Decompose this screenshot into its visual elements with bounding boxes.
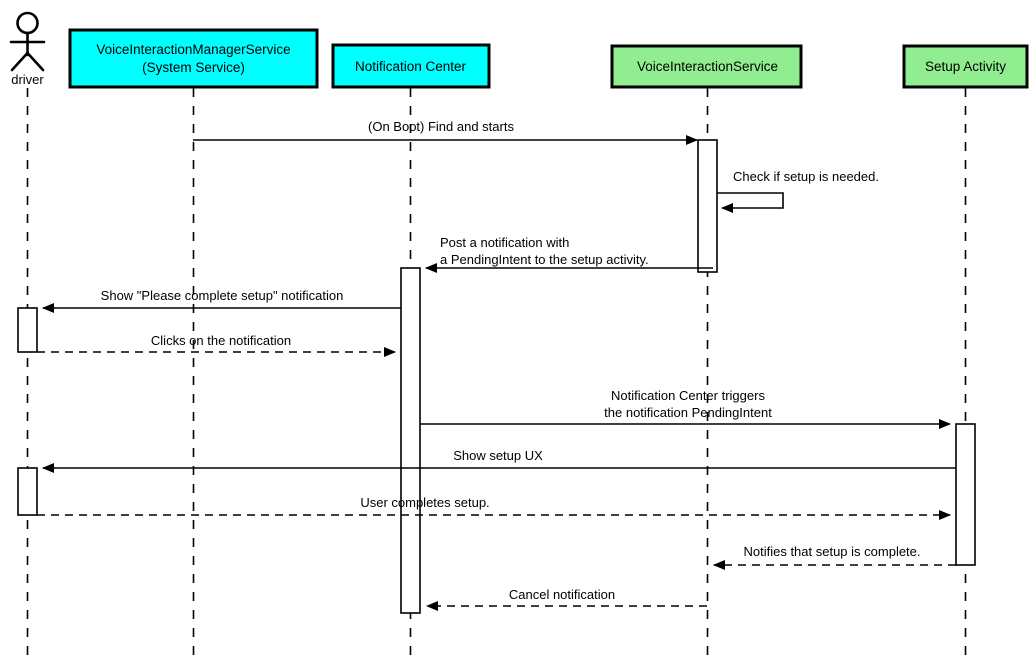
message-label: Clicks on the notification <box>151 333 291 348</box>
message-label: Check if setup is needed. <box>733 169 879 184</box>
message-label-line1: Notification Center triggers <box>611 388 765 403</box>
participant-box-vims-label-line2: (System Service) <box>142 60 245 75</box>
message-label: Show "Please complete setup" notificatio… <box>101 288 344 303</box>
participant-box-notification-center-rect <box>331 43 491 89</box>
participant-box-setup-activity[interactable]: Setup Activity <box>902 44 1029 89</box>
participant-box-voiceinteractionservice-label: VoiceInteractionService <box>637 59 778 74</box>
activation-bar-voiceinteractionservice <box>697 139 718 273</box>
message-label-line2: a PendingIntent to the setup activity. <box>440 252 649 267</box>
activation-bar-driver-1 <box>17 307 38 353</box>
message-on-boot-find-and-starts[interactable]: (On Boot) Find and starts <box>193 119 698 145</box>
participant-box-voiceinteractionservice[interactable]: VoiceInteractionService <box>610 44 803 89</box>
message-show-please-complete-setup-notification[interactable]: Show "Please complete setup" notificatio… <box>42 288 401 313</box>
message-self-call-path <box>717 192 784 213</box>
message-notifies-that-setup-is-complete[interactable]: Notifies that setup is complete. <box>713 544 956 570</box>
message-label-line1: Post a notification with <box>440 235 569 250</box>
message-label: Notifies that setup is complete. <box>743 544 920 559</box>
participant-box-vims[interactable]: VoiceInteractionManagerService (System S… <box>68 28 319 89</box>
message-label: (On Boot) Find and starts <box>368 119 514 134</box>
message-label-line2: the notification PendingIntent <box>604 405 772 420</box>
actor-leg-right <box>26 51 45 72</box>
participant-box-setup-activity-rect <box>902 44 1029 89</box>
activation-bars <box>17 139 976 614</box>
participant-box-vims-label-line1: VoiceInteractionManagerService <box>96 42 290 57</box>
message-user-completes-setup[interactable]: User completes setup. <box>37 495 951 520</box>
participant-box-notification-center[interactable]: Notification Center <box>331 43 491 89</box>
message-label: User completes setup. <box>360 495 489 510</box>
activation-bar-notification-center <box>400 267 421 614</box>
message-label: Cancel notification <box>509 587 615 602</box>
actor-leg-left <box>10 51 29 72</box>
message-clicks-on-the-notification[interactable]: Clicks on the notification <box>37 333 396 357</box>
participant-box-vims-rect <box>68 28 319 89</box>
participant-box-notification-center-label: Notification Center <box>355 59 467 74</box>
message-post-a-notification[interactable]: Post a notification with a PendingIntent… <box>425 235 713 273</box>
actor-driver <box>9 11 46 72</box>
actor-driver-label: driver <box>11 72 44 87</box>
participant-box-voiceinteractionservice-rect <box>610 44 803 89</box>
message-check-if-setup-is-needed[interactable]: Check if setup is needed. <box>717 169 879 213</box>
participant-box-setup-activity-label: Setup Activity <box>925 59 1006 74</box>
message-notification-center-triggers-pendingintent[interactable]: Notification Center triggers the notific… <box>420 388 951 429</box>
activation-bar-setup-activity <box>955 423 976 566</box>
message-show-setup-ux[interactable]: Show setup UX <box>42 448 956 473</box>
activation-bar-driver-2 <box>17 467 38 516</box>
message-cancel-notification[interactable]: Cancel notification <box>426 587 707 611</box>
message-label: Show setup UX <box>453 448 543 463</box>
actor-head-icon <box>16 11 39 35</box>
